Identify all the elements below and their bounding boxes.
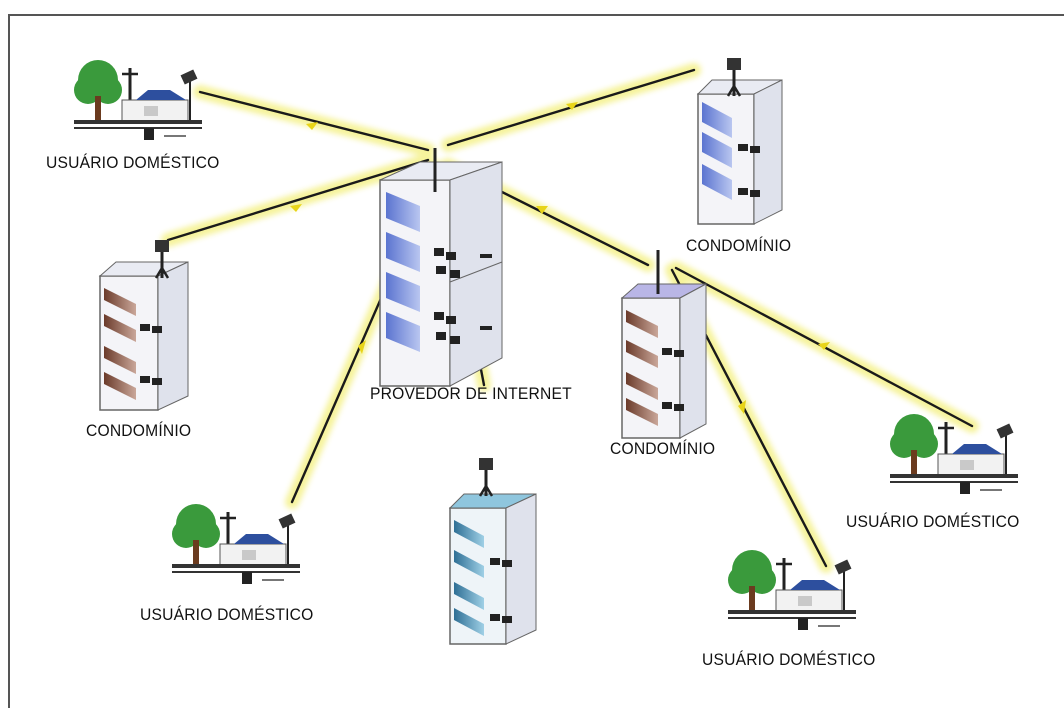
home-bottom-left-house <box>170 502 302 586</box>
label-condo-left: CONDOMÍNIO <box>86 421 192 440</box>
label-home-top-left: USUÁRIO DOMÉSTICO <box>46 153 220 172</box>
condo-left-building <box>98 238 189 411</box>
home-bottom-center-right-house <box>726 548 858 632</box>
label-home-bottom-left: USUÁRIO DOMÉSTICO <box>140 605 314 624</box>
label-condo-top-right: CONDOMÍNIO <box>686 236 792 255</box>
home-right-house <box>888 412 1020 496</box>
label-home-bottom-center-right: USUÁRIO DOMÉSTICO <box>702 650 876 669</box>
label-condo-center-right: CONDOMÍNIO <box>610 439 716 458</box>
label-provider: PROVEDOR DE INTERNET <box>370 384 572 403</box>
condo-bottom-center-building <box>448 456 537 645</box>
condo-top-right-building <box>696 56 783 225</box>
provider-building <box>379 148 503 387</box>
home-top-left-house <box>72 58 204 142</box>
condo-center-right-building <box>620 250 707 439</box>
label-home-right: USUÁRIO DOMÉSTICO <box>846 512 1020 531</box>
wireless-links <box>161 63 979 573</box>
